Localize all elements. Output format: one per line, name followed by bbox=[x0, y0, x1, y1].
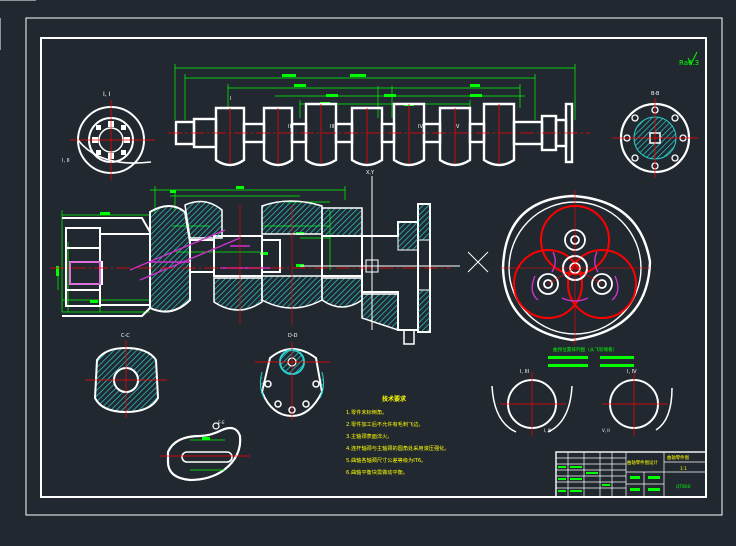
view-ii-label: I, IV bbox=[627, 369, 637, 375]
section-a-sub-label: I, II bbox=[62, 158, 70, 164]
crankshaft-elevation-view: I II III IV V bbox=[168, 64, 590, 167]
view-i-sub-label: I, III bbox=[544, 428, 551, 433]
tech-req-item: 4.连杆轴颈与主轴颈的圆角处采用滚压强化。 bbox=[346, 444, 450, 452]
section-d-view: D-D bbox=[255, 333, 330, 420]
section-e-view: E-E bbox=[160, 420, 250, 482]
tech-req-item: 3.主轴颈表面淬火。 bbox=[346, 432, 392, 440]
outer-frame bbox=[25, 17, 723, 516]
technical-requirements: 技术要求 1.零件未标倒角。 2.零件加工后不允许有毛刺飞边。 3.主轴颈表面淬… bbox=[346, 395, 450, 476]
section-a-view: I, I I, II bbox=[62, 91, 155, 180]
section-c-label: C-C bbox=[121, 333, 130, 339]
roughness-symbol: Ra6.3 bbox=[679, 51, 699, 67]
view-ii: I, IV V, II bbox=[602, 369, 673, 436]
tech-req-item: 1.零件未标倒角。 bbox=[346, 408, 387, 416]
roughness-label: Ra6.3 bbox=[679, 59, 699, 67]
svg-text:X,Y: X,Y bbox=[366, 170, 375, 176]
tech-req-item: 2.零件加工后不允许有毛刺飞边。 bbox=[346, 420, 424, 428]
crankshaft-section-view: X,Y bbox=[50, 170, 489, 345]
svg-text:II: II bbox=[288, 124, 291, 130]
svg-text:IV: IV bbox=[418, 124, 423, 130]
tech-req-item: 5.曲轴各轴颈尺寸公差等级为IT6。 bbox=[346, 456, 426, 464]
material-value: QT800 bbox=[676, 484, 691, 490]
section-e-label: E-E bbox=[218, 420, 225, 425]
title-block: 曲轴零件图设计 曲轴零件图 1:1 QT800 bbox=[555, 451, 707, 498]
part-name: 曲轴零件图 bbox=[667, 454, 690, 461]
section-b-label: B-B bbox=[651, 91, 660, 97]
section-c-view: C-C bbox=[85, 333, 167, 418]
view-ii-sub-label: V, II bbox=[602, 428, 610, 433]
svg-text:V: V bbox=[456, 124, 460, 130]
view-i: I, III I, III bbox=[491, 369, 573, 436]
drawing-name: 曲轴零件图设计 bbox=[627, 459, 658, 466]
section-b-view: B-B bbox=[612, 91, 698, 178]
view-i-label: I, III bbox=[520, 369, 529, 375]
tech-req-item: 6.曲轴平衡块需做动平衡。 bbox=[346, 468, 408, 476]
crank-arrangement-view: 曲拐位置排列图（从飞轮端看） bbox=[500, 190, 652, 367]
inner-frame bbox=[40, 37, 707, 498]
crank-arrangement-label: 曲拐位置排列图（从飞轮端看） bbox=[553, 346, 617, 353]
section-a-label: I, I bbox=[103, 91, 111, 98]
section-d-label: D-D bbox=[288, 333, 298, 339]
svg-text:III: III bbox=[330, 124, 334, 130]
tech-req-title: 技术要求 bbox=[382, 395, 407, 403]
svg-text:I: I bbox=[230, 96, 231, 102]
scale-value: 1:1 bbox=[680, 466, 687, 472]
